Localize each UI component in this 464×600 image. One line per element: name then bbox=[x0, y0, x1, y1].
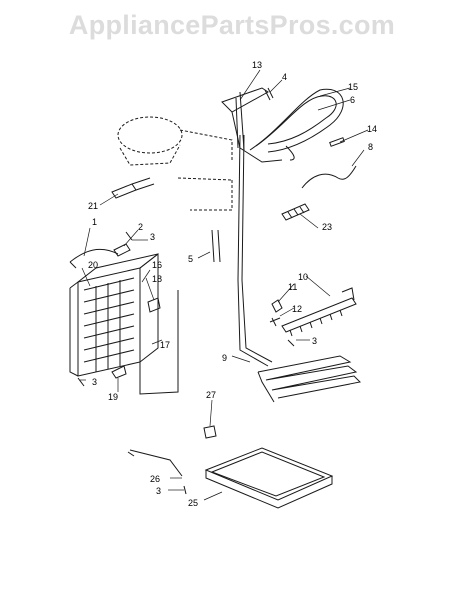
callout-26: 26 bbox=[150, 474, 160, 484]
callout-3a: 3 bbox=[150, 232, 155, 242]
callout-1: 1 bbox=[92, 217, 97, 227]
upper-tubing-assembly bbox=[221, 87, 344, 281]
callout-18: 18 bbox=[152, 274, 162, 284]
part-1-sensor bbox=[69, 248, 119, 269]
callout-3b: 3 bbox=[312, 336, 317, 346]
evaporator-coil bbox=[69, 252, 159, 377]
part-4-pin bbox=[264, 87, 274, 101]
part-23-heater bbox=[281, 203, 310, 221]
callout-3c: 3 bbox=[92, 377, 97, 387]
callout-3d: 3 bbox=[156, 486, 161, 496]
part-19-clip bbox=[111, 365, 127, 379]
part-11-screw bbox=[271, 299, 283, 313]
callout-11: 11 bbox=[288, 282, 297, 292]
part-2-clip bbox=[113, 243, 131, 257]
callout-19: 19 bbox=[108, 392, 118, 402]
callout-labels: 13 4 15 6 14 8 21 1 2 3 5 23 20 16 18 10… bbox=[88, 60, 377, 508]
part-8-wire bbox=[301, 165, 357, 189]
callout-9: 9 bbox=[222, 353, 227, 363]
part-25-drain-pan bbox=[204, 447, 334, 509]
callout-6: 6 bbox=[350, 95, 355, 105]
part-27-plug bbox=[203, 425, 217, 439]
callout-4: 4 bbox=[282, 72, 287, 82]
part-5-rod bbox=[211, 229, 221, 263]
callout-14: 14 bbox=[367, 124, 377, 134]
leader-lines bbox=[80, 69, 369, 501]
part-26-wire bbox=[127, 449, 183, 477]
part-21-plug bbox=[111, 177, 155, 199]
part-12-screw bbox=[269, 317, 281, 327]
callout-17: 17 bbox=[160, 340, 170, 350]
part-3-screws bbox=[77, 231, 295, 495]
callout-12: 12 bbox=[292, 304, 302, 314]
callout-8: 8 bbox=[368, 142, 373, 152]
callout-23: 23 bbox=[322, 222, 332, 232]
callout-16: 16 bbox=[152, 260, 162, 270]
callout-10: 10 bbox=[298, 272, 308, 282]
callout-25: 25 bbox=[188, 498, 198, 508]
callout-27: 27 bbox=[206, 390, 216, 400]
callout-15: 15 bbox=[348, 82, 358, 92]
part-17-tube bbox=[139, 290, 179, 395]
callout-21: 21 bbox=[88, 201, 98, 211]
part-9-defrost-heater bbox=[237, 279, 362, 403]
part-18-bracket bbox=[147, 297, 161, 313]
callout-2: 2 bbox=[138, 222, 143, 232]
callout-13: 13 bbox=[252, 60, 262, 70]
part-14-connector bbox=[329, 137, 345, 147]
callout-20: 20 bbox=[88, 260, 98, 270]
callout-5: 5 bbox=[188, 254, 193, 264]
part-10-bracket bbox=[281, 287, 357, 337]
compressor-outline bbox=[117, 116, 233, 211]
